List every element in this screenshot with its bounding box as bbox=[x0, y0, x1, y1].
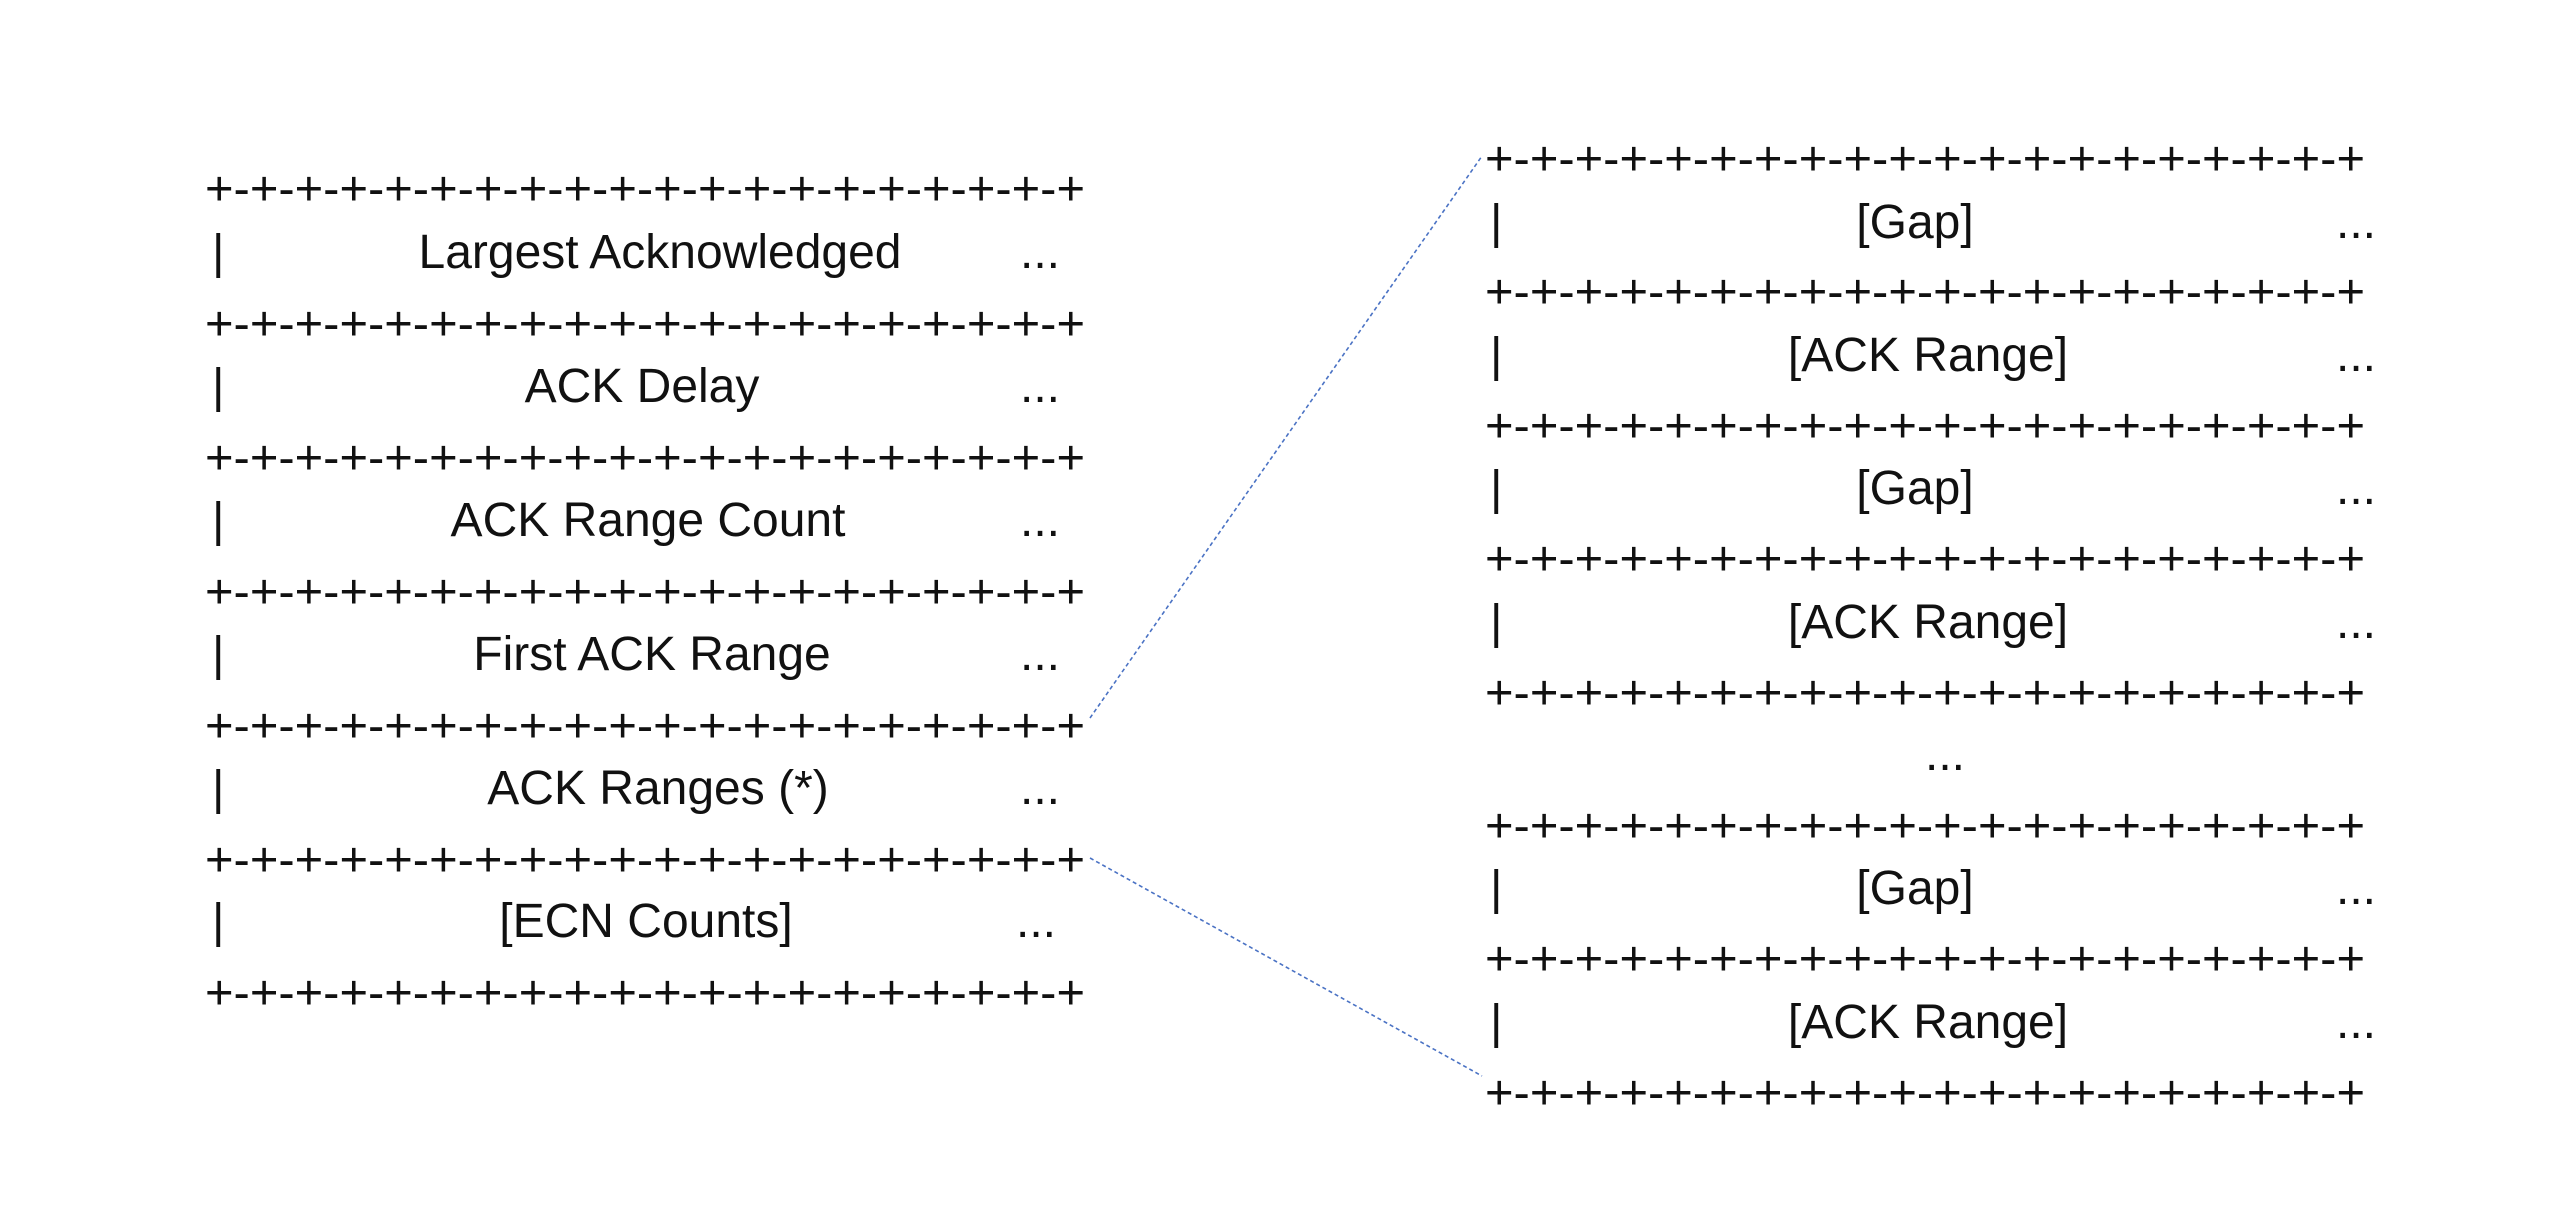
expansion-connectors bbox=[1089, 155, 1483, 1077]
right-border-4: +-+-+-+-+-+-+-+-+-+-+-+-+-+-+-+-+-+-+-+ bbox=[1485, 667, 2365, 720]
left-border-2: +-+-+-+-+-+-+-+-+-+-+-+-+-+-+-+-+-+-+-+ bbox=[205, 432, 1085, 485]
left-pipe-3: | bbox=[212, 628, 224, 681]
right-border-2: +-+-+-+-+-+-+-+-+-+-+-+-+-+-+-+-+-+-+-+ bbox=[1485, 400, 2365, 453]
right-pipe-1: | bbox=[1490, 329, 1502, 382]
left-field-ack-delay: ACK Delay bbox=[525, 360, 760, 413]
right-ellipsis-1: ... bbox=[2336, 329, 2376, 382]
right-pipe-3: | bbox=[1490, 596, 1502, 649]
right-ellipsis-0: ... bbox=[2336, 196, 2376, 249]
left-pipe-5: | bbox=[212, 895, 224, 948]
left-ellipsis-1: ... bbox=[1020, 360, 1060, 413]
right-pipe-6: | bbox=[1490, 996, 1502, 1049]
left-field-ack-ranges: ACK Ranges (*) bbox=[487, 762, 828, 815]
right-border-1: +-+-+-+-+-+-+-+-+-+-+-+-+-+-+-+-+-+-+-+ bbox=[1485, 266, 2365, 319]
right-field-gap-1: [Gap] bbox=[1856, 196, 1973, 249]
right-ellipsis-2: ... bbox=[2336, 462, 2376, 515]
left-border-3: +-+-+-+-+-+-+-+-+-+-+-+-+-+-+-+-+-+-+-+ bbox=[205, 566, 1085, 619]
left-pipe-2: | bbox=[212, 494, 224, 547]
left-border-0: +-+-+-+-+-+-+-+-+-+-+-+-+-+-+-+-+-+-+-+ bbox=[205, 163, 1085, 216]
left-field-ack-range-count: ACK Range Count bbox=[451, 494, 846, 547]
left-ellipsis-2: ... bbox=[1020, 494, 1060, 547]
left-ellipsis-3: ... bbox=[1020, 628, 1060, 681]
right-ellipsis-6: ... bbox=[2336, 996, 2376, 1049]
right-table: +-+-+-+-+-+-+-+-+-+-+-+-+-+-+-+-+-+-+-+ … bbox=[1485, 133, 2376, 1120]
left-field-largest-acknowledged: Largest Acknowledged bbox=[419, 226, 902, 279]
right-field-ack-range-2: [ACK Range] bbox=[1788, 596, 2068, 649]
left-pipe-4: | bbox=[212, 762, 224, 815]
right-field-continuation: ... bbox=[1925, 728, 1965, 781]
right-field-ack-range-1: [ACK Range] bbox=[1788, 329, 2068, 382]
right-ellipsis-3: ... bbox=[2336, 596, 2376, 649]
right-border-7: +-+-+-+-+-+-+-+-+-+-+-+-+-+-+-+-+-+-+-+ bbox=[1485, 1067, 2365, 1120]
left-border-4: +-+-+-+-+-+-+-+-+-+-+-+-+-+-+-+-+-+-+-+ bbox=[205, 700, 1085, 753]
right-border-3: +-+-+-+-+-+-+-+-+-+-+-+-+-+-+-+-+-+-+-+ bbox=[1485, 533, 2365, 586]
left-table: +-+-+-+-+-+-+-+-+-+-+-+-+-+-+-+-+-+-+-+ … bbox=[205, 163, 1085, 1020]
left-pipe-1: | bbox=[212, 360, 224, 413]
left-border-5: +-+-+-+-+-+-+-+-+-+-+-+-+-+-+-+-+-+-+-+ bbox=[205, 834, 1085, 887]
right-pipe-0: | bbox=[1490, 196, 1502, 249]
right-field-gap-2: [Gap] bbox=[1856, 462, 1973, 515]
left-ellipsis-5: ... bbox=[1016, 895, 1056, 948]
left-border-6: +-+-+-+-+-+-+-+-+-+-+-+-+-+-+-+-+-+-+-+ bbox=[205, 967, 1085, 1020]
connector-top bbox=[1089, 155, 1483, 719]
right-border-5: +-+-+-+-+-+-+-+-+-+-+-+-+-+-+-+-+-+-+-+ bbox=[1485, 800, 2365, 853]
right-border-0: +-+-+-+-+-+-+-+-+-+-+-+-+-+-+-+-+-+-+-+ bbox=[1485, 133, 2365, 186]
left-field-first-ack-range: First ACK Range bbox=[473, 628, 830, 681]
right-ellipsis-5: ... bbox=[2336, 862, 2376, 915]
connector-bottom bbox=[1089, 857, 1483, 1077]
right-field-ack-range-3: [ACK Range] bbox=[1788, 996, 2068, 1049]
right-pipe-5: | bbox=[1490, 862, 1502, 915]
right-pipe-2: | bbox=[1490, 462, 1502, 515]
left-ellipsis-0: ... bbox=[1020, 226, 1060, 279]
left-border-1: +-+-+-+-+-+-+-+-+-+-+-+-+-+-+-+-+-+-+-+ bbox=[205, 298, 1085, 351]
left-field-ecn-counts: [ECN Counts] bbox=[499, 895, 792, 948]
right-border-6: +-+-+-+-+-+-+-+-+-+-+-+-+-+-+-+-+-+-+-+ bbox=[1485, 933, 2365, 986]
left-ellipsis-4: ... bbox=[1020, 762, 1060, 815]
left-pipe-0: | bbox=[212, 226, 224, 279]
right-field-gap-3: [Gap] bbox=[1856, 862, 1973, 915]
